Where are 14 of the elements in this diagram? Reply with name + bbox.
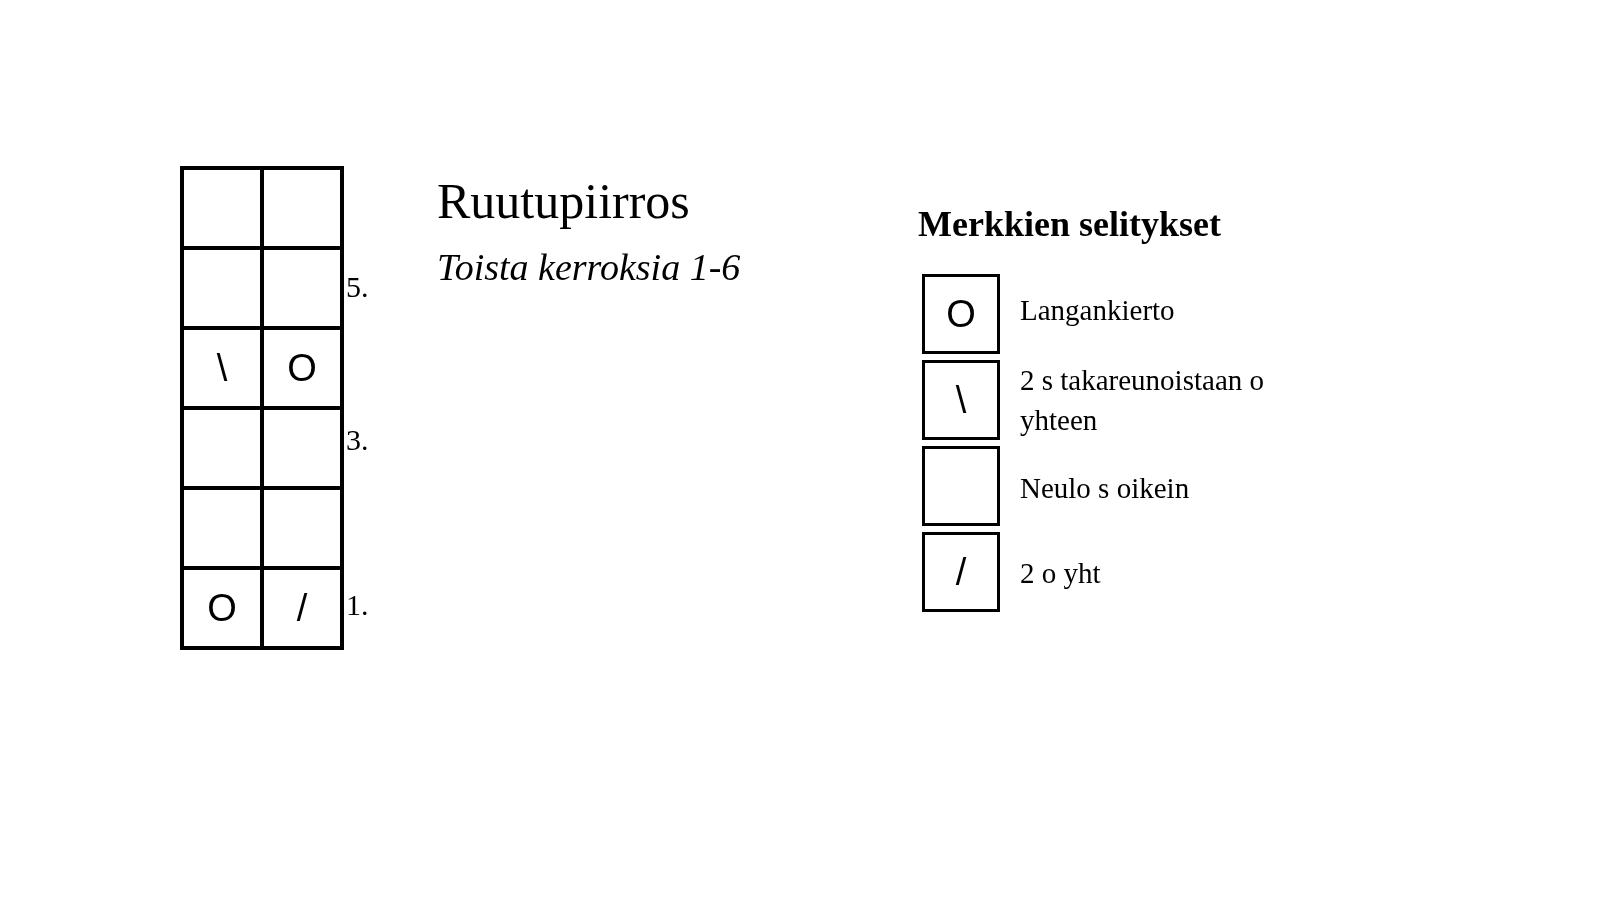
legend-text: 2 o yht — [1020, 556, 1102, 591]
legend-text: 2 s takareunoistaan o yhteen — [1020, 363, 1265, 438]
legend-text: Langankierto — [1020, 293, 1176, 328]
symbol-swatch: O — [922, 274, 1000, 354]
row-number: 1. — [346, 588, 369, 622]
symbol-swatch: / — [922, 532, 1000, 612]
subtitle: Toista kerroksia 1-6 — [437, 245, 741, 289]
row-number: 5. — [346, 270, 369, 304]
symbol-swatch: \ — [922, 360, 1000, 440]
legend-text: Neulo s oikein — [1020, 471, 1191, 506]
symbol-swatch — [922, 446, 1000, 526]
chart-title: Ruutupiirros — [437, 172, 690, 230]
row-number: 3. — [346, 423, 369, 457]
legend-title: Merkkien selitykset — [918, 203, 1221, 245]
